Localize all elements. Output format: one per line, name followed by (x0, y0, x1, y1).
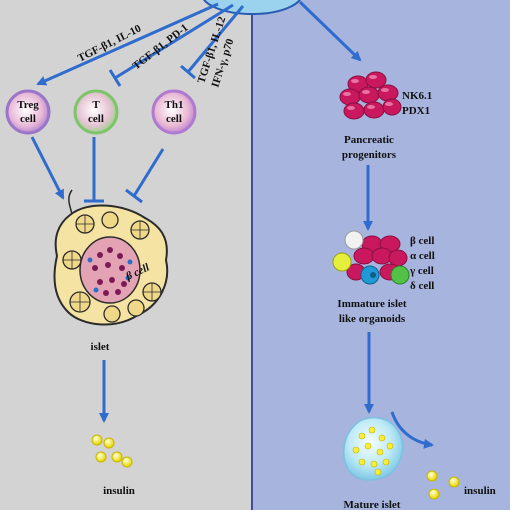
progenitor-label-2: progenitors (342, 149, 397, 161)
treg-cell-label-1: Treg (17, 99, 39, 111)
t-cell-label-1: T (92, 99, 100, 111)
insulin-granules-left (91, 434, 133, 468)
organoid-label-1: Immature islet (337, 298, 406, 310)
activation-arrow-source-progenitors (298, 0, 362, 62)
mature-islet-illustration (343, 416, 404, 481)
inhibition-arrow-t-islet (84, 137, 104, 203)
islet-illustration: β cell (53, 189, 169, 326)
th1-cell-label-2: cell (166, 113, 182, 125)
organoid-cluster (332, 230, 410, 285)
cell-type-alpha: α cell (410, 250, 435, 262)
insulin-label-left: insulin (103, 485, 135, 497)
inhibition-arrow-t (108, 3, 234, 87)
treg-cell: Treg cell (5, 89, 51, 135)
insulin-granules-right (426, 470, 460, 500)
progenitor-marker-1: NK6.1 (402, 90, 432, 102)
th1-cell-label-1: Th1 (165, 99, 184, 111)
treg-signal-label: TGF-β1, IL-10 (76, 22, 144, 64)
progenitor-marker-2: PDX1 (402, 105, 430, 117)
insulin-label-right: insulin (464, 485, 496, 497)
activation-arrow-treg (36, 2, 219, 86)
activation-arrow-treg-islet (30, 136, 65, 200)
inhibition-arrow-th1-islet (125, 148, 165, 204)
th1-cell: Th1 cell (151, 89, 197, 135)
t-cell: T cell (73, 89, 119, 135)
cell-type-beta: β cell (410, 235, 434, 247)
source-cell (203, 0, 301, 15)
t-cell-label-2: cell (88, 113, 104, 125)
mature-islet-label: Mature islet (344, 499, 401, 510)
panel-divider (251, 0, 253, 510)
inhibition-arrow-th1 (180, 5, 245, 80)
progenitor-cluster (339, 71, 402, 120)
organoid-label-2: like organoids (339, 313, 406, 325)
treg-cell-label-2: cell (20, 113, 36, 125)
islet-label: islet (91, 341, 110, 353)
cell-type-gamma: γ cell (409, 265, 434, 277)
progenitor-label-1: Pancreatic (344, 134, 394, 146)
cell-type-delta: δ cell (410, 280, 434, 292)
curved-arrow-icon (390, 411, 434, 449)
